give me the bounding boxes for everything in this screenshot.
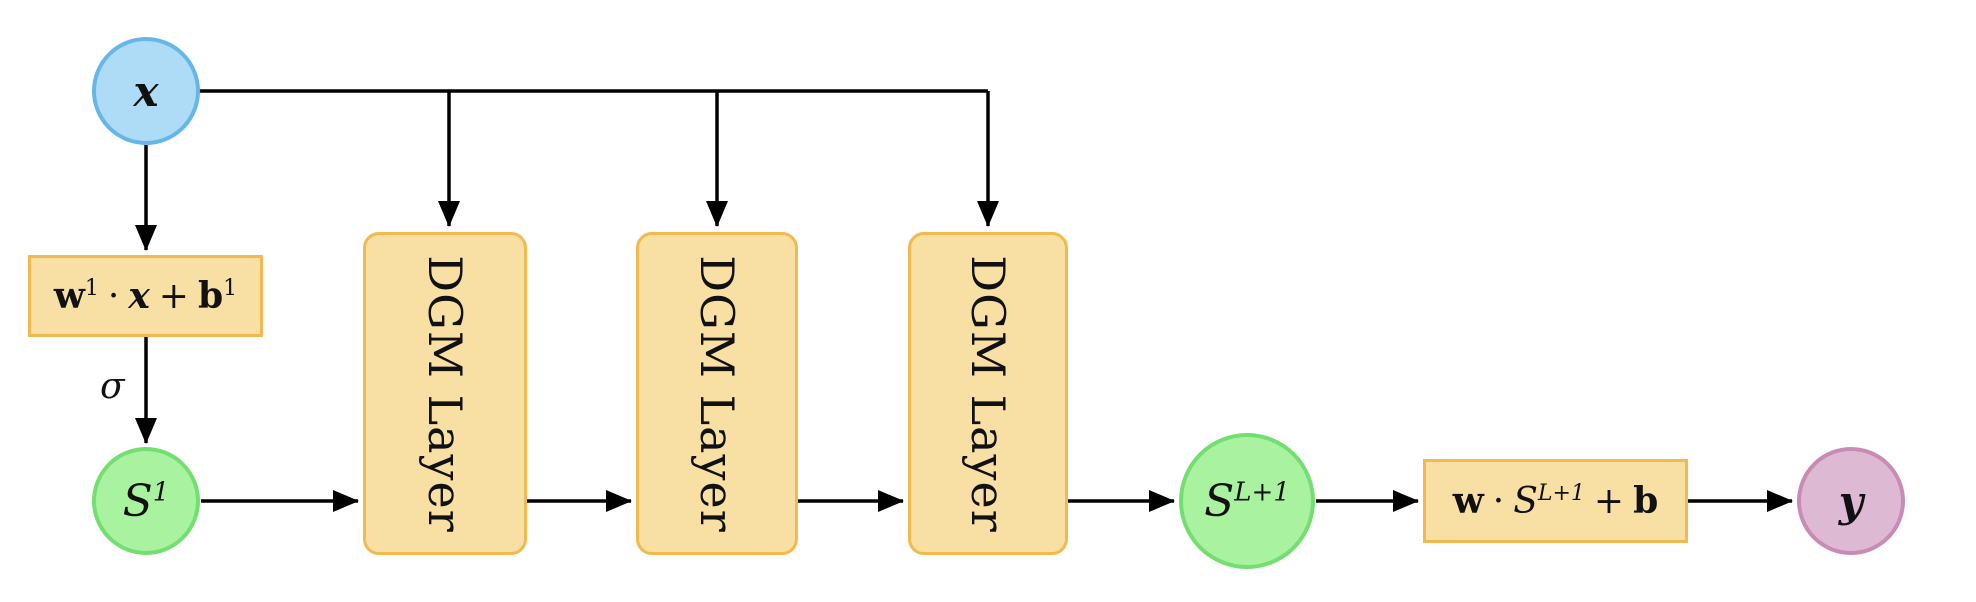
dgm-layer-2-label: DGM Layer [690,254,744,533]
state-node-s1-label: S1 [122,475,170,527]
input-node-x: x [92,37,200,145]
affine-input-formula: w1·x+b1 [53,275,238,317]
dgm-layer-box-2: DGM Layer [636,232,798,555]
state-node-slast: SL+1 [1179,433,1315,569]
input-node-x-label: x [133,66,159,116]
dgm-layer-3-label: DGM Layer [961,254,1015,533]
affine-box-output: w·SL+1+b [1423,459,1688,543]
state-node-slast-label: SL+1 [1204,475,1290,527]
dgm-layer-box-1: DGM Layer [363,232,527,555]
state-node-s1: S1 [92,447,200,555]
dgm-layer-box-3: DGM Layer [908,232,1068,555]
sigma-activation-label: σ [100,366,125,407]
affine-box-input: w1·x+b1 [28,255,263,337]
output-node-y: y [1797,447,1905,555]
output-node-y-label: y [1838,476,1864,526]
dgm-layer-1-label: DGM Layer [418,254,472,533]
affine-output-formula: w·SL+1+b [1452,480,1659,522]
